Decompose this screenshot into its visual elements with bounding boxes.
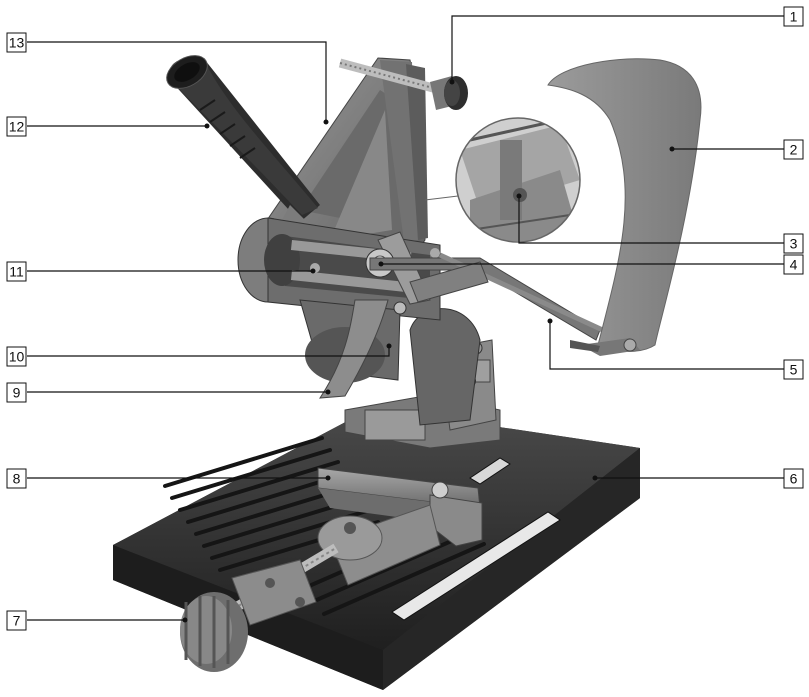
- callout-13: 13: [6, 32, 27, 53]
- callout-1-label: 1: [790, 9, 798, 25]
- clamp-knob: [180, 592, 248, 672]
- pivot-housing: [237, 217, 441, 383]
- blade-guard: [547, 58, 702, 356]
- pivot-bracket: [344, 308, 501, 449]
- callout-4-label: 4: [790, 257, 798, 273]
- callout-10-label: 10: [9, 349, 25, 365]
- callout-9: 9: [6, 382, 27, 403]
- callout-5-label: 5: [790, 362, 798, 378]
- callout-6: 6: [783, 468, 804, 489]
- callout-1: 1: [783, 6, 804, 27]
- detail-inset: [424, 117, 581, 243]
- callout-3-label: 3: [790, 236, 798, 252]
- callout-12-label: 12: [9, 119, 25, 135]
- guard-rod: [369, 252, 622, 341]
- callout-13-label: 13: [9, 35, 25, 51]
- callout-12: 12: [6, 116, 27, 137]
- leader-1: [451, 15, 784, 82]
- arm-clamp-knob: [444, 76, 468, 110]
- callout-10: 10: [6, 346, 27, 367]
- callout-7-label: 7: [13, 613, 21, 629]
- callout-2: 2: [783, 139, 804, 160]
- callout-11-label: 11: [9, 264, 24, 280]
- base-long-slot: [391, 511, 561, 621]
- callout-7: 7: [6, 610, 27, 631]
- callout-9-label: 9: [13, 385, 21, 401]
- callout-11: 11: [6, 261, 27, 282]
- callout-8-label: 8: [13, 471, 21, 487]
- vise-clamp: [317, 467, 483, 586]
- callout-6-label: 6: [790, 471, 798, 487]
- callout-2-label: 2: [790, 142, 798, 158]
- callout-4: 4: [783, 254, 804, 275]
- leader-lines: [27, 15, 784, 623]
- leader-5: [549, 321, 784, 370]
- leader-3: [518, 196, 784, 244]
- callout-5: 5: [783, 359, 804, 380]
- leader-13: [27, 41, 327, 122]
- callout-8: 8: [6, 468, 27, 489]
- leader-10: [27, 346, 390, 357]
- callout-3: 3: [783, 233, 804, 254]
